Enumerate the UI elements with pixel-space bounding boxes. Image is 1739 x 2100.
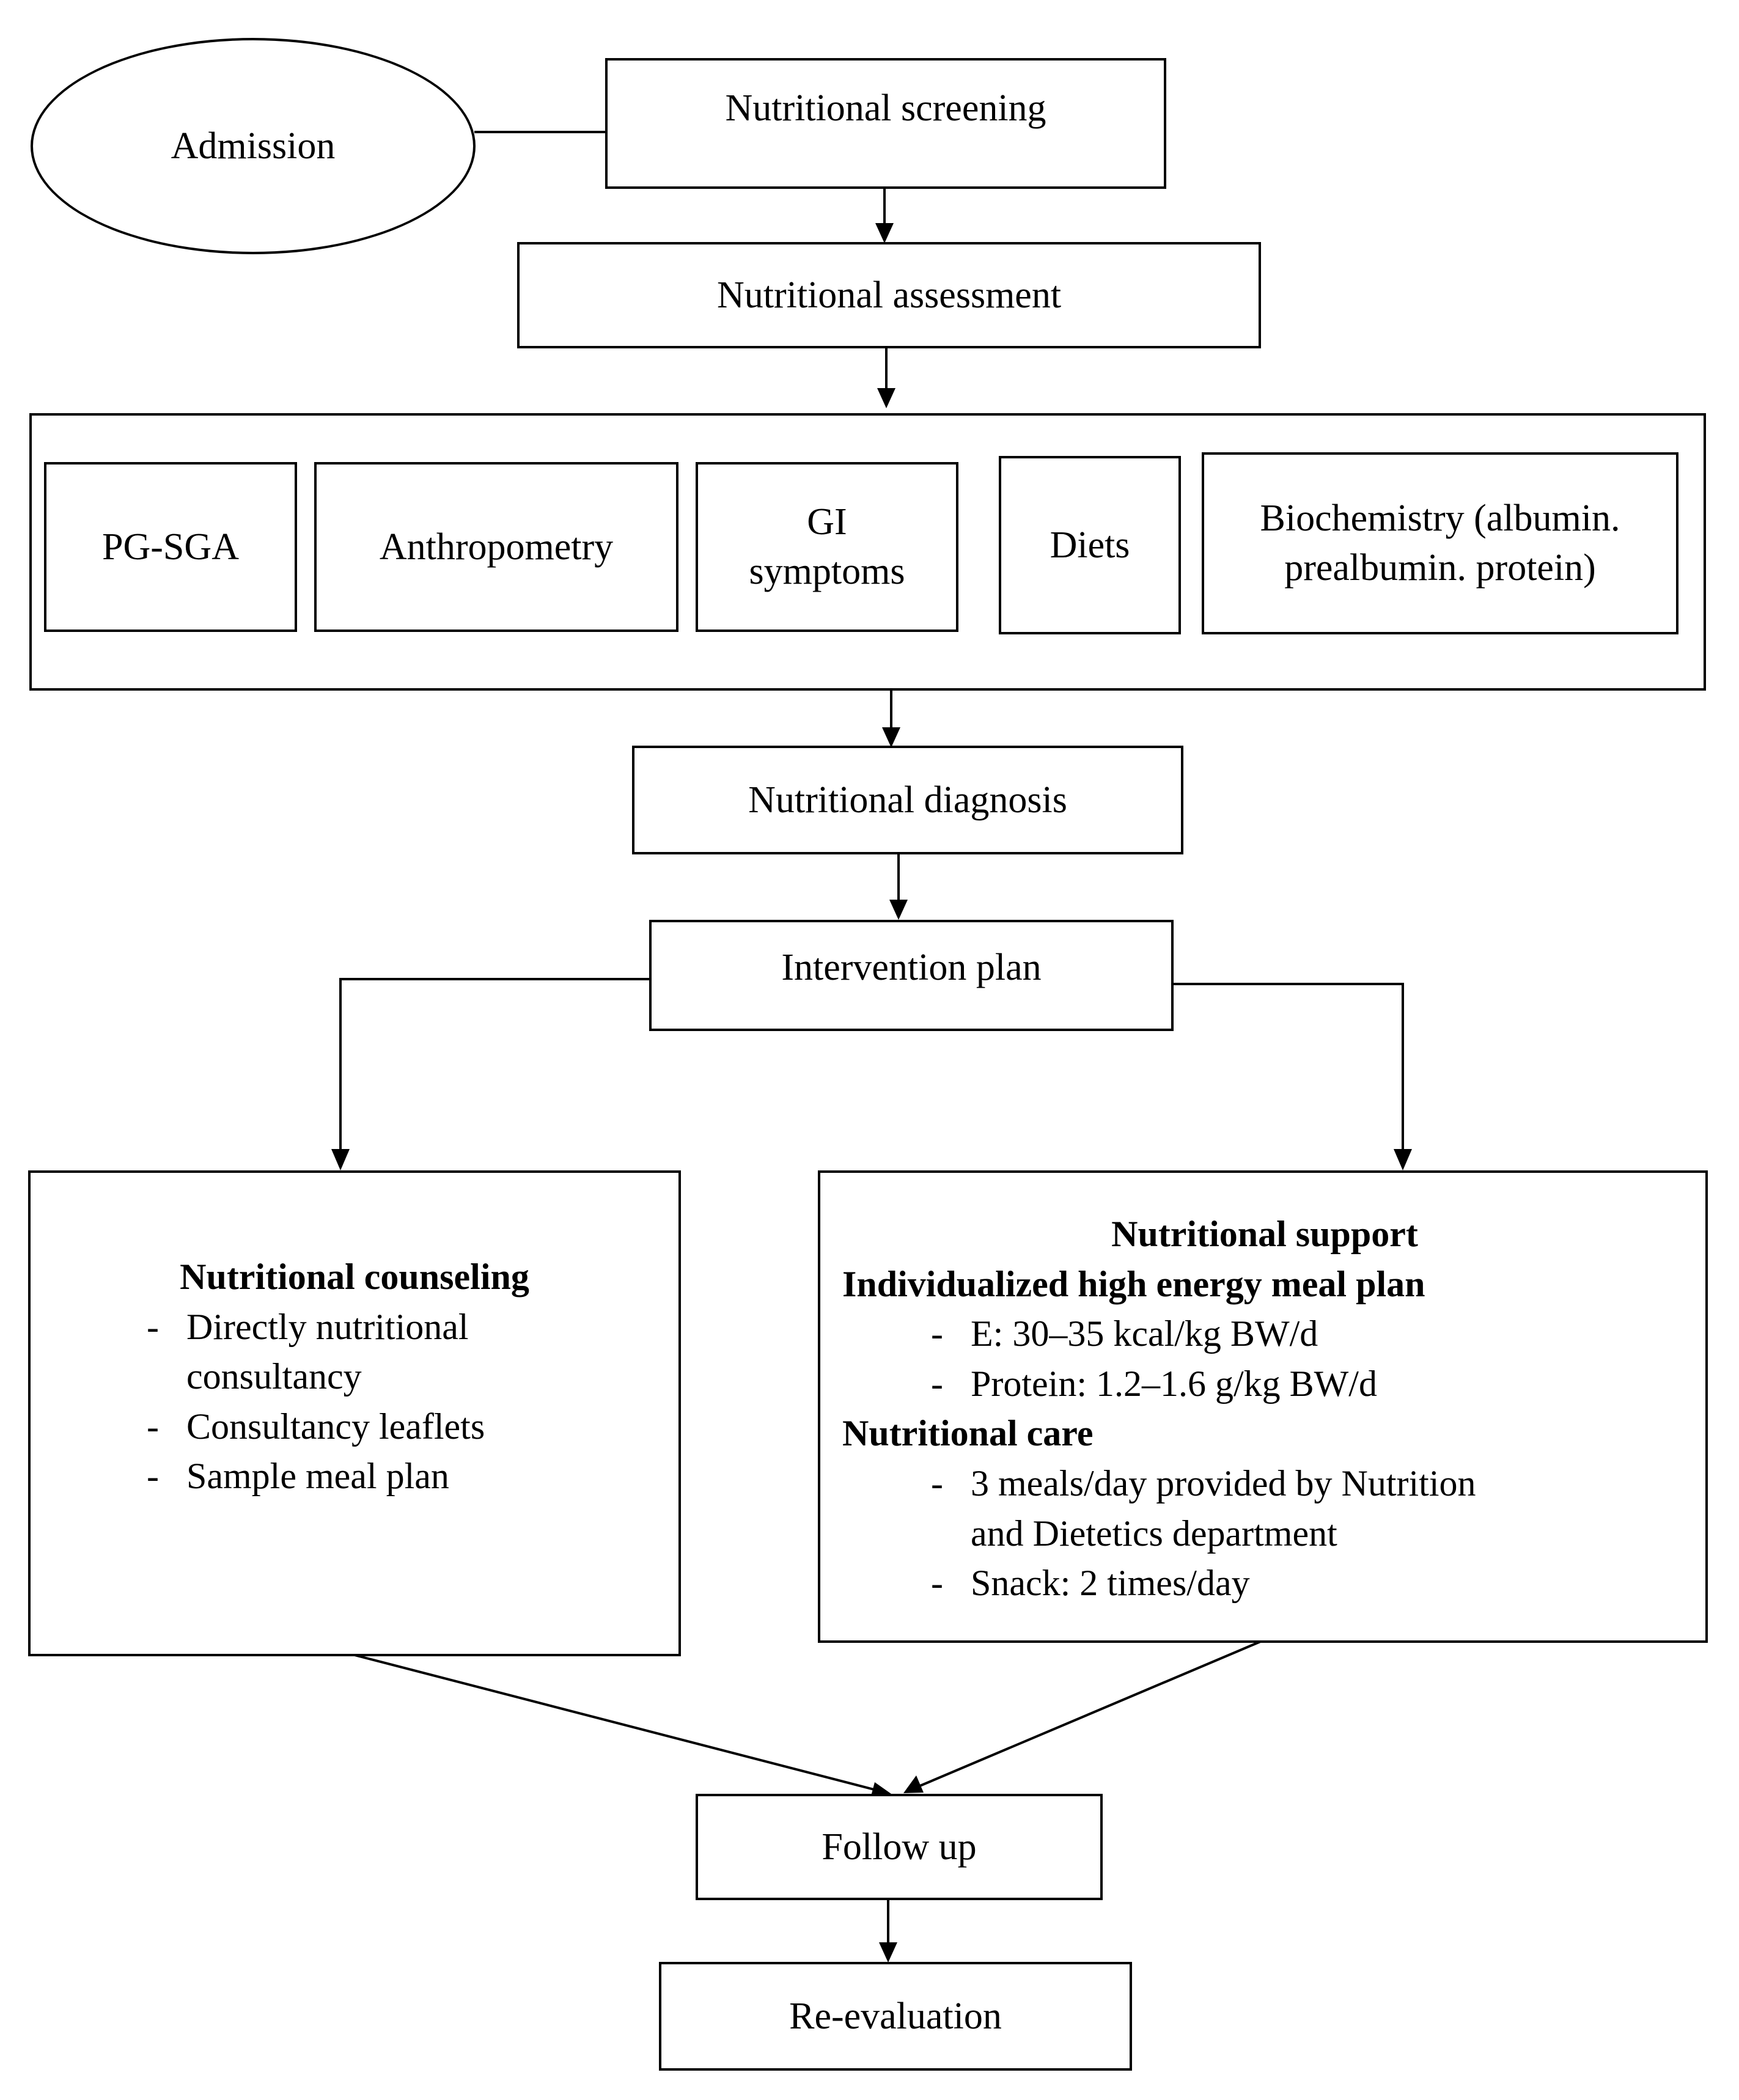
arrow-followup-reevaluation	[879, 1899, 897, 1962]
follow-up-node: Follow up	[696, 1794, 1103, 1900]
care-item-text: Snack: 2 times/day	[971, 1563, 1250, 1604]
admission-label: Admission	[171, 125, 336, 167]
support-panel: Nutritional support Individualized high …	[818, 1170, 1708, 1643]
arrow-support-followup	[903, 1640, 1261, 1793]
counseling-item-text-line2: consultancy	[186, 1356, 362, 1397]
list-marker: -	[931, 1313, 943, 1354]
follow-up-label: Follow up	[822, 1826, 977, 1868]
counseling-item: - Sample meal plan	[31, 1452, 654, 1502]
counseling-item-text-line1: Directly nutritional	[186, 1306, 469, 1347]
list-marker: -	[931, 1463, 943, 1503]
counseling-item: - Consultancy leaflets	[31, 1402, 654, 1452]
diagnosis-label: Nutritional diagnosis	[748, 779, 1067, 821]
assessment-node: Nutritional assessment	[517, 242, 1261, 348]
arrow-intervention-counseling	[331, 978, 649, 1170]
arrow-counseling-followup	[354, 1654, 891, 1801]
counseling-item-text: Consultancy leaflets	[186, 1406, 485, 1447]
diets-box: Diets	[999, 456, 1181, 634]
counseling-item: - Directly nutritional consultancy	[31, 1302, 654, 1402]
pgsga-label: PG-SGA	[102, 526, 239, 568]
counseling-item-text: Sample meal plan	[186, 1456, 449, 1497]
list-marker: -	[931, 1563, 943, 1604]
gi-symptoms-label-line2: symptoms	[749, 551, 905, 592]
diets-label: Diets	[1050, 524, 1130, 566]
arrow-assessment-items	[877, 347, 895, 408]
biochemistry-box: Biochemistry (albumin. prealbumin. prote…	[1202, 452, 1678, 634]
intervention-label: Intervention plan	[781, 947, 1042, 988]
counseling-panel: Nutritional counseling - Directly nutrit…	[28, 1170, 681, 1656]
care-item-text-line1: 3 meals/day provided by Nutrition	[971, 1463, 1476, 1503]
counseling-title: Nutritional counseling	[180, 1257, 529, 1297]
gi-symptoms-label-line1: GI	[807, 501, 847, 543]
reevaluation-node: Re-evaluation	[659, 1962, 1132, 2071]
list-marker: -	[147, 1406, 159, 1447]
arrow-intervention-support	[1167, 983, 1412, 1170]
arrow-items-diagnosis	[882, 689, 900, 747]
assessment-items-group	[29, 413, 1706, 691]
anthropometry-box: Anthropometry	[314, 462, 678, 632]
list-marker: -	[147, 1456, 159, 1497]
meal-plan-item-text: E: 30–35 kcal/kg BW/d	[971, 1313, 1318, 1354]
screening-node: Nutritional screening	[605, 58, 1166, 189]
care-item-text-line2: and Dietetics department	[971, 1513, 1337, 1554]
biochemistry-label-line1: Biochemistry (albumin.	[1260, 497, 1620, 540]
arrow-diagnosis-intervention	[889, 853, 908, 920]
arrow-screening-assessment	[875, 188, 894, 243]
diagnosis-node: Nutritional diagnosis	[632, 746, 1183, 854]
pgsga-box: PG-SGA	[44, 462, 297, 632]
reevaluation-label: Re-evaluation	[789, 1995, 1002, 2037]
admission-node: Admission	[31, 38, 476, 254]
meal-plan-heading: Individualized high energy meal plan	[842, 1263, 1425, 1304]
anthropometry-label: Anthropometry	[379, 526, 614, 568]
meal-plan-item-text: Protein: 1.2–1.6 g/kg BW/d	[971, 1363, 1377, 1404]
meal-plan-item: - Protein: 1.2–1.6 g/kg BW/d	[842, 1359, 1687, 1409]
meal-plan-item: - E: 30–35 kcal/kg BW/d	[842, 1309, 1687, 1359]
gi-symptoms-box: GI symptoms	[696, 462, 958, 632]
list-marker: -	[147, 1306, 159, 1347]
biochemistry-label-line2: prealbumin. protein)	[1284, 547, 1596, 589]
care-heading: Nutritional care	[842, 1413, 1094, 1454]
care-item: - Snack: 2 times/day	[842, 1558, 1687, 1609]
assessment-label: Nutritional assessment	[716, 274, 1062, 316]
support-title: Nutritional support	[1111, 1214, 1418, 1254]
care-item: - 3 meals/day provided by Nutrition and …	[842, 1459, 1687, 1558]
screening-label: Nutritional screening	[725, 87, 1046, 129]
list-marker: -	[931, 1363, 943, 1404]
intervention-node: Intervention plan	[649, 920, 1174, 1031]
